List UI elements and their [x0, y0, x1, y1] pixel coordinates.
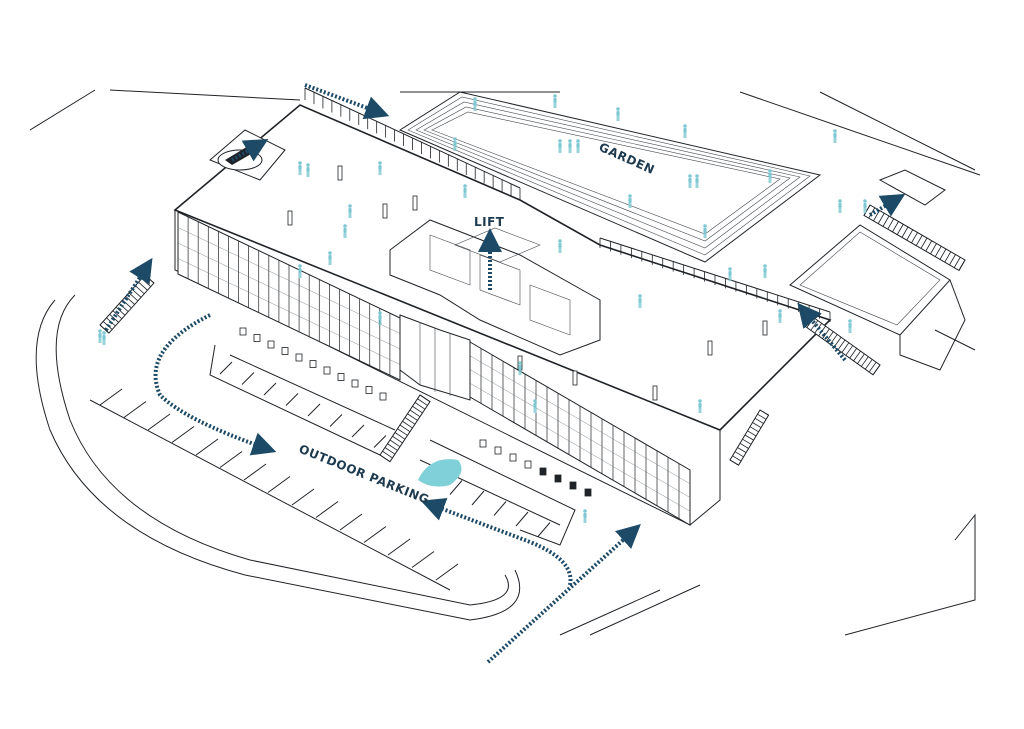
- lift-label: LIFT: [474, 215, 505, 229]
- outdoor-parking-lot: [35, 294, 576, 621]
- parking-stall-lines: [99, 361, 551, 581]
- garden-platform: [398, 91, 822, 263]
- roof-columns: [287, 165, 768, 401]
- outdoor-parking-label: OUTDOOR PARKING: [297, 442, 431, 507]
- rooftop-spiral-stair: [209, 129, 286, 181]
- water-feature: [418, 459, 462, 487]
- roof-railings: [304, 87, 831, 322]
- central-core: [389, 219, 601, 401]
- glass-facades: [177, 211, 691, 526]
- garden-label: GARDEN: [597, 140, 657, 177]
- podium-windows: [239, 327, 592, 497]
- circulation-arrows: [104, 83, 906, 664]
- site-context-lines: [29, 89, 981, 636]
- east-pavilion: [789, 169, 966, 371]
